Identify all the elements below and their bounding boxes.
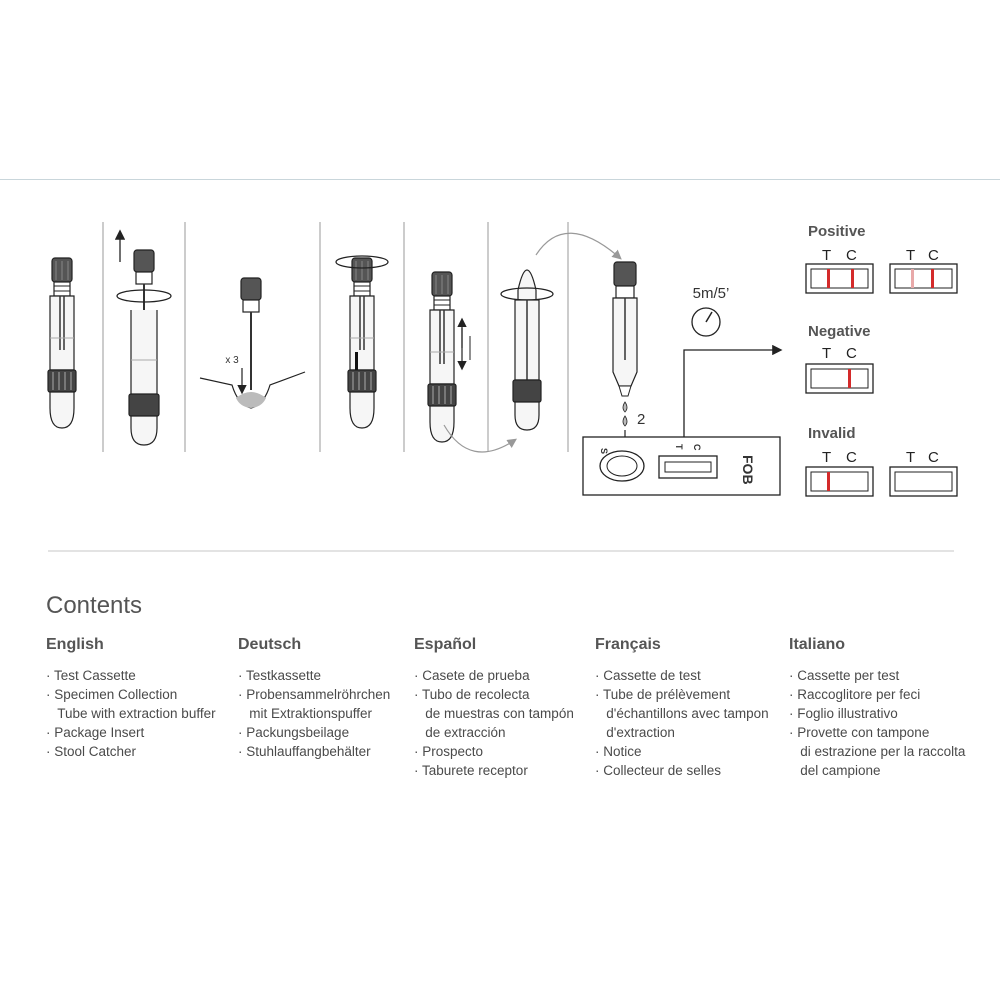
t-label: T <box>822 345 831 362</box>
step6-break-icon <box>443 232 622 453</box>
negative-heading: Negative <box>808 323 871 340</box>
contents-item: de extracción <box>414 725 506 740</box>
contents-item: · Test Cassette <box>46 668 136 683</box>
test-line <box>827 269 830 288</box>
contents-item: d'extraction <box>595 725 675 740</box>
contents-column-deutsch: Deutsch · Testkassette · Probensammelröhr… <box>238 636 418 761</box>
t-label: T <box>822 247 831 264</box>
contents-item: mit Extraktionspuffer <box>238 706 373 721</box>
step7-dispense-icon: 2 <box>612 261 645 463</box>
step1-tube-icon <box>47 257 77 429</box>
t-label: T <box>906 247 915 264</box>
contents-item: · Testkassette <box>238 668 322 683</box>
c-label: C <box>928 449 939 466</box>
results-panel: Positive T C T C Negative T C Invalid T … <box>805 223 958 497</box>
language-heading: Italiano <box>789 636 846 653</box>
control-line <box>848 369 851 388</box>
sample-well-mark: S <box>599 448 609 454</box>
c-label: C <box>846 449 857 466</box>
contents-item: · Tubo de recolecta <box>414 687 530 702</box>
contents-item: de muestras con tampón <box>414 706 574 721</box>
result-window-positive-strong <box>805 263 874 294</box>
contents-item: · Stool Catcher <box>46 744 137 759</box>
contents-item: d'échantillons avec tampon <box>595 706 769 721</box>
contents-item: · Collecteur de selles <box>595 763 722 778</box>
mix-count-label: x 3 <box>225 355 239 366</box>
timer-label: 5m/5’ <box>693 285 730 302</box>
positive-heading: Positive <box>808 223 866 240</box>
contents-item: · Tube de prélèvement <box>595 687 731 702</box>
c-label: C <box>846 247 857 264</box>
contents-item: · Probensammelröhrchen <box>238 687 391 702</box>
language-heading: English <box>46 636 104 653</box>
t-label: T <box>822 449 831 466</box>
t-label: T <box>906 449 915 466</box>
result-window-invalid-none <box>889 466 958 497</box>
contents-list: · Testkassette · Probensammelröhrchen mit… <box>238 666 418 761</box>
contents-column-italiano: Italiano · Cassette per test · Raccoglito… <box>789 636 969 780</box>
contents-list: · Casete de prueba · Tubo de recolecta de… <box>414 666 594 780</box>
language-heading: Français <box>595 636 661 653</box>
step3-sampling-icon: x 3 <box>199 277 306 409</box>
control-line <box>931 269 934 288</box>
test-line <box>827 472 830 491</box>
language-heading: Deutsch <box>238 636 302 653</box>
section-divider <box>48 550 954 552</box>
result-window-invalid-t-only <box>805 466 874 497</box>
contents-list: · Cassette per test · Raccoglitore per fe… <box>789 666 969 780</box>
cassette-c-mark: C <box>692 444 702 451</box>
contents-item: Tube with extraction buffer <box>46 706 216 721</box>
language-heading: Español <box>414 636 477 653</box>
contents-item: · Cassette de test <box>595 668 701 683</box>
contents-item: · Stuhlauffangbehälter <box>238 744 371 759</box>
contents-item: · Taburete receptor <box>414 763 528 778</box>
contents-item: · Casete de prueba <box>414 668 530 683</box>
contents-column-francais: Français · Cassette de test · Tube de pré… <box>595 636 775 780</box>
procedure-diagram: x 3 2 5m/5’ <box>47 222 958 497</box>
contents-title: Contents <box>46 592 143 619</box>
contents-item: · Notice <box>595 744 642 759</box>
step4-twist-icon <box>335 255 389 429</box>
step2-open-tube-icon <box>114 229 172 446</box>
contents-list: · Test Cassette · Specimen Collection Tub… <box>46 666 226 761</box>
contents-item: di estrazione per la raccolta <box>789 744 966 759</box>
contents-item: · Package Insert <box>46 725 145 740</box>
result-window-positive-weak <box>889 263 958 294</box>
c-label: C <box>928 247 939 264</box>
step5-shake-icon <box>427 271 471 443</box>
cassette-t-mark: T <box>674 444 684 450</box>
drops-count-label: 2 <box>637 411 645 428</box>
top-divider <box>0 179 1000 180</box>
cassette-fob-label: FOB <box>740 455 756 485</box>
contents-item: · Specimen Collection <box>46 687 178 702</box>
control-line <box>851 269 854 288</box>
test-line-faint <box>911 269 914 288</box>
contents-item: · Provette con tampone <box>789 725 930 740</box>
timer-icon: 5m/5’ <box>691 285 730 337</box>
invalid-heading: Invalid <box>808 425 856 442</box>
contents-item: · Raccoglitore per feci <box>789 687 921 702</box>
contents-item: · Packungsbeilage <box>238 725 350 740</box>
contents-item: · Prospecto <box>414 744 484 759</box>
contents-column-english: English · Test Cassette · Specimen Collec… <box>46 636 226 761</box>
contents-column-espanol: Español · Casete de prueba · Tubo de reco… <box>414 636 594 780</box>
result-window-negative <box>805 363 874 394</box>
step-separators <box>102 222 569 452</box>
result-flow-arrow <box>683 344 783 455</box>
contents-item: · Cassette per test <box>789 668 900 683</box>
c-label: C <box>846 345 857 362</box>
contents-list: · Cassette de test· Tube de prélèvement … <box>595 666 775 780</box>
contents-item: · Foglio illustrativo <box>789 706 898 721</box>
contents-item: del campione <box>789 763 881 778</box>
test-cassette-icon: S T C FOB <box>582 436 781 496</box>
